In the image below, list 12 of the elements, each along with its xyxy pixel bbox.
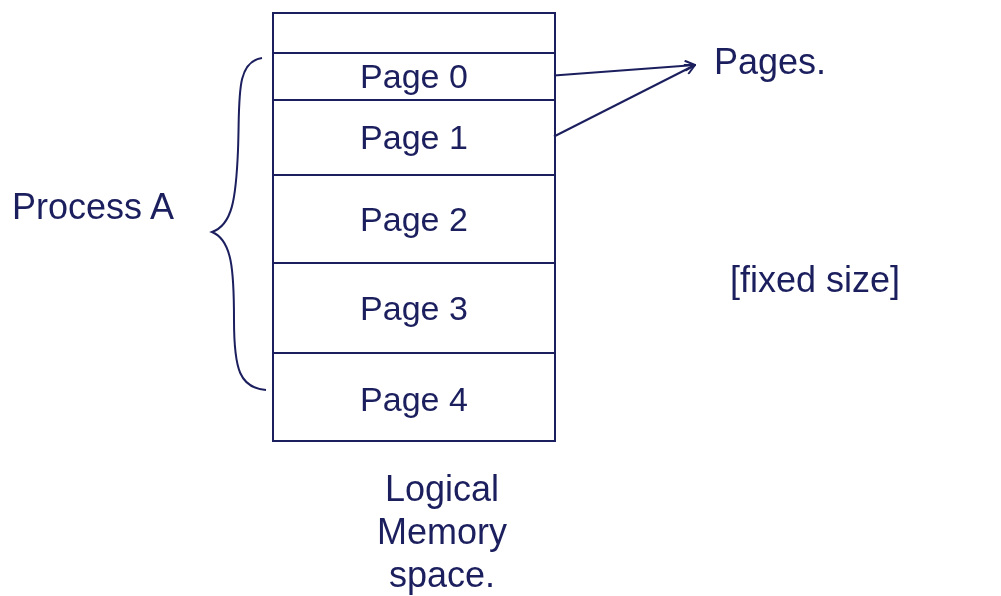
memory-column <box>272 12 556 442</box>
arrow <box>553 59 696 77</box>
arrow <box>553 64 696 138</box>
page-row: Page 1 <box>274 99 554 174</box>
caption-text: Logical Memory space. <box>376 467 508 596</box>
page-row: Page 3 <box>274 262 554 352</box>
page-row: Page 0 <box>274 52 554 99</box>
text-label: Process A <box>8 185 178 285</box>
note-text: [fixed size] <box>730 258 901 302</box>
page-row: Page 4 <box>274 352 554 444</box>
page-row: Page 2 <box>274 174 554 262</box>
text-label: Pages. <box>695 40 845 90</box>
